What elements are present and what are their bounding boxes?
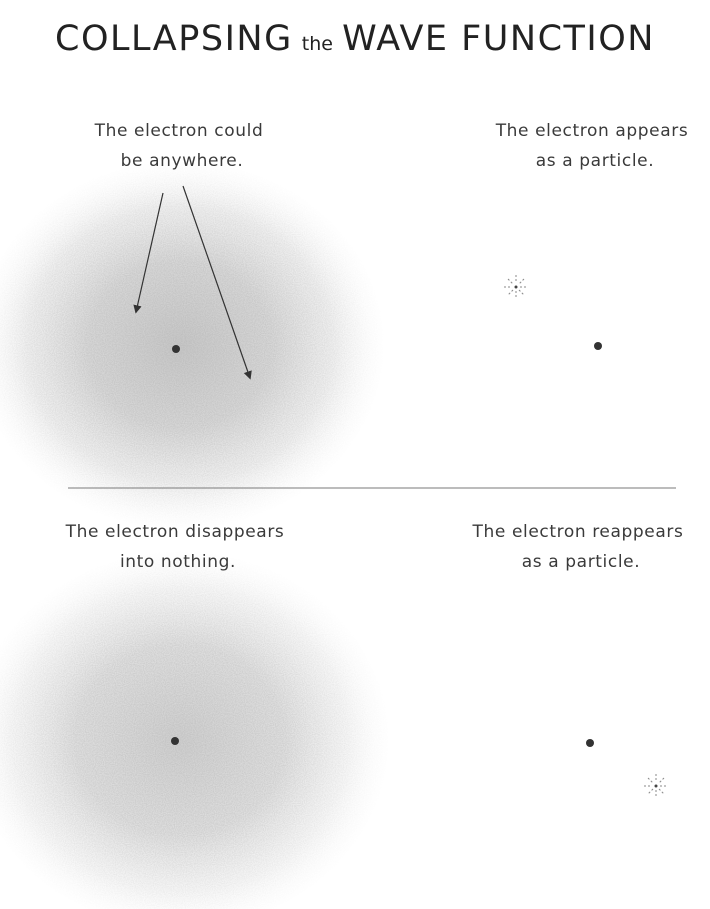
caption-bottom-left-line1: The electron disappears	[65, 522, 285, 542]
electron-dot-bottom-right	[586, 739, 594, 747]
caption-top-right-line2: as a particle.	[536, 151, 654, 171]
title-part-wave-function: WAVE FUNCTION	[342, 19, 655, 59]
electron-dot-top-right	[594, 342, 602, 350]
caption-top-left: The electron could be anywhere.	[94, 121, 270, 171]
caption-top-right: The electron appears as a particle.	[495, 121, 695, 171]
caption-bottom-right: The electron reappears as a particle.	[472, 522, 690, 572]
panel-top-right: The electron appears as a particle.	[495, 121, 695, 350]
caption-bottom-right-line2: as a particle.	[522, 552, 640, 572]
caption-top-left-line1: The electron could	[94, 121, 264, 141]
probability-cloud-bottom	[0, 550, 390, 909]
flash-icon-top	[504, 275, 528, 299]
arrow-left	[133, 192, 164, 314]
panel-bottom-right: The electron reappears as a particle.	[472, 522, 690, 798]
electron-dot-top-left	[172, 345, 180, 353]
title-part-the: the	[302, 33, 333, 55]
arrow-right	[182, 185, 252, 380]
flash-icon-bottom	[644, 774, 668, 798]
panel-bottom-left: The electron disappears into nothing.	[0, 522, 390, 909]
caption-bottom-right-line1: The electron reappears	[472, 522, 684, 542]
electron-dot-bottom-left	[171, 737, 179, 745]
probability-cloud-top	[0, 160, 385, 530]
caption-bottom-left: The electron disappears into nothing.	[65, 522, 291, 572]
panel-top-left: The electron could be anywhere.	[0, 121, 385, 530]
caption-top-right-line1: The electron appears	[495, 121, 689, 141]
page-title: COLLAPSING the WAVE FUNCTION	[55, 19, 655, 59]
caption-top-left-line2: be anywhere.	[121, 151, 244, 171]
title-part-collapsing: COLLAPSING	[55, 19, 293, 59]
caption-bottom-left-line2: into nothing.	[120, 552, 236, 572]
